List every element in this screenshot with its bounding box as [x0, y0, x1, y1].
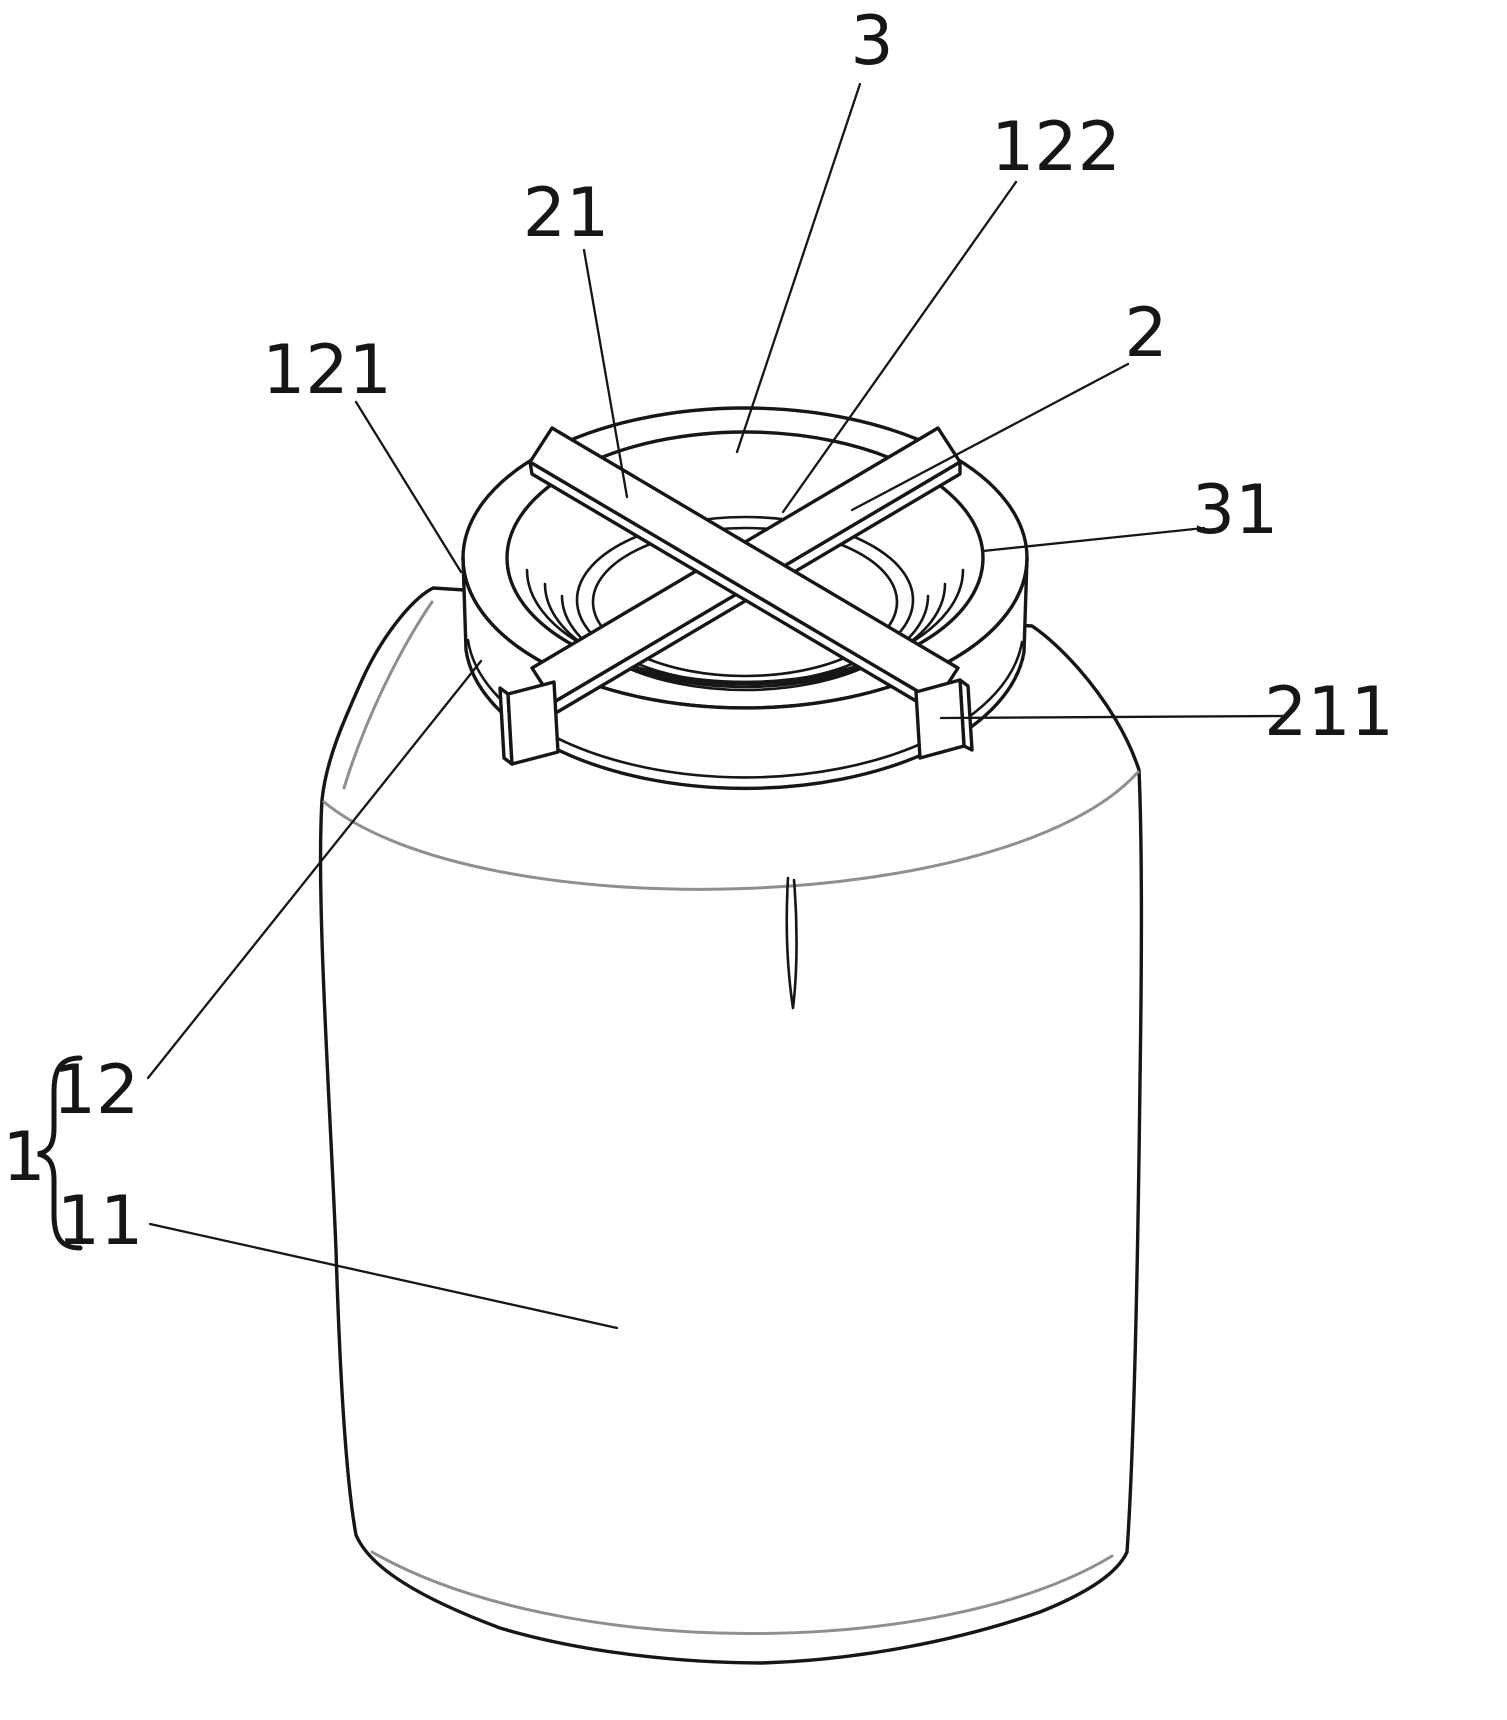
ref-label-211: 211 [1264, 673, 1394, 752]
jar-body [318, 586, 1144, 1665]
shoulder-inner-line [342, 600, 434, 790]
jar-body-outline [318, 586, 1144, 1665]
cross-bar-1 [528, 426, 974, 760]
leader-line-12 [146, 659, 483, 1080]
reference-labels: 3 122 21 2 121 31 211 12 1 11 [2, 2, 1394, 1261]
leader-line-11 [148, 1222, 619, 1330]
inner-opening-ellipse-1 [575, 515, 915, 685]
ref-label-122: 122 [991, 108, 1121, 187]
ref-label-12: 12 [53, 1051, 140, 1130]
leader-line-121 [354, 400, 463, 574]
ref-label-21: 21 [523, 174, 610, 253]
ref-label-121: 121 [262, 331, 392, 410]
ref-label-2: 2 [1124, 294, 1167, 373]
cross-bar-1-end-tab [914, 678, 966, 760]
leader-line-31 [981, 526, 1206, 553]
leader-lines [146, 82, 1284, 1330]
cross-bar-2-end-tab [506, 680, 560, 766]
leader-line-3 [735, 82, 862, 454]
ref-label-1: 1 [2, 1118, 45, 1197]
leader-line-122 [781, 180, 1018, 514]
ref-label-3: 3 [850, 2, 893, 81]
leader-line-2 [850, 362, 1130, 512]
leader-line-211 [939, 714, 1284, 720]
ref-label-31: 31 [1192, 471, 1279, 550]
mold-seam-mark [785, 876, 798, 1010]
inner-opening-ellipse-2 [591, 526, 899, 678]
shoulder-contour-line [322, 770, 1140, 891]
bottom-contour-line [370, 1550, 1114, 1635]
group-brace-1 [37, 1055, 83, 1251]
neck-thread-arc-2 [543, 582, 947, 689]
leader-line-21 [582, 248, 629, 499]
